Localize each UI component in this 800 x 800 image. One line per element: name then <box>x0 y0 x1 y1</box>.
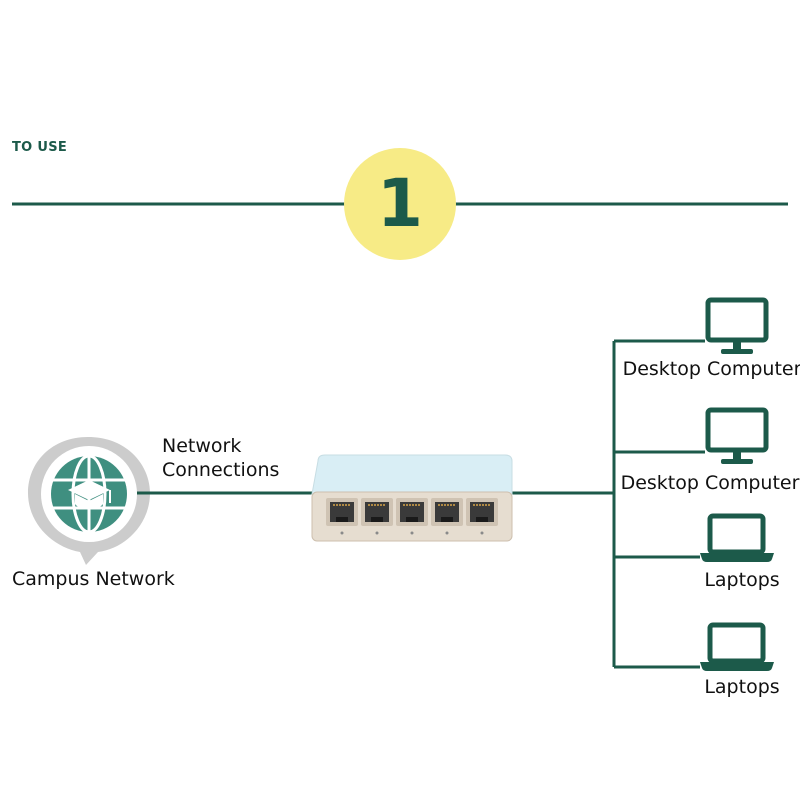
network-connections-label: Network Connections <box>162 434 279 482</box>
device-label-laptop: Laptops <box>704 569 780 591</box>
campus-globe-icon <box>28 437 150 565</box>
desktop-monitor-icon <box>705 297 769 354</box>
step-badge <box>344 148 456 260</box>
campus-network-label: Campus Network <box>12 568 175 590</box>
status-leds <box>340 531 484 535</box>
ethernet-port-icon <box>466 498 498 526</box>
step-number: 1 <box>377 165 423 242</box>
ethernet-port-icon <box>361 498 393 526</box>
laptop-icon <box>700 513 774 562</box>
ethernet-port-icon <box>396 498 428 526</box>
network-switch-icon <box>311 454 513 542</box>
network-connections-line-2: Connections <box>162 459 280 481</box>
network-connections-line-1: Network <box>162 435 242 457</box>
desktop-monitor-icon <box>705 407 769 464</box>
ethernet-port-icon <box>431 498 463 526</box>
device-label-desktop: Desktop Computer <box>620 472 800 494</box>
device-label-desktop: Desktop Computer <box>622 358 800 380</box>
switch-ports <box>326 498 498 526</box>
laptop-icon <box>700 622 774 671</box>
ethernet-port-icon <box>326 498 358 526</box>
heading: TO USE <box>12 140 68 155</box>
device-label-laptop: Laptops <box>704 676 780 698</box>
